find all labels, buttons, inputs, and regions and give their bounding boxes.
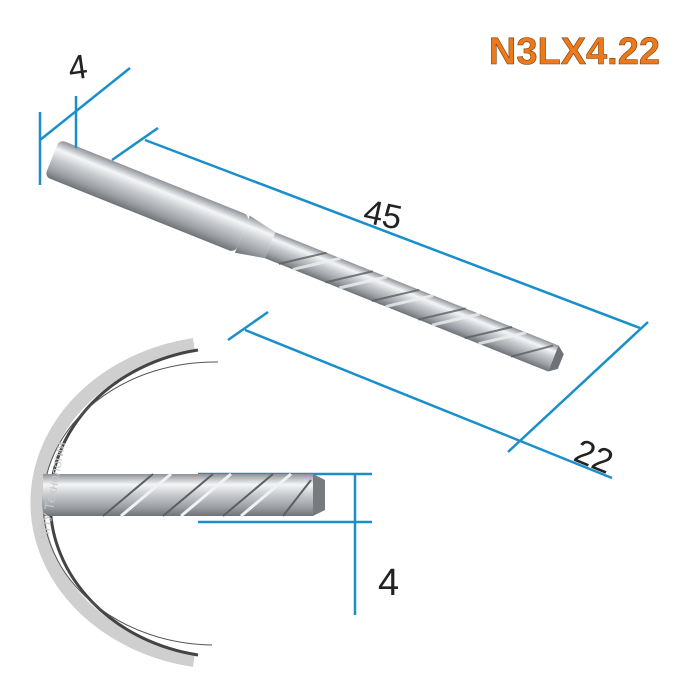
cutting-length-label: 22 [569, 432, 618, 481]
overall-length-label: 45 [360, 193, 405, 238]
detail-inset: ЧПУ Технологии [30, 338, 325, 667]
end-mill-image [46, 141, 564, 372]
shank-diameter-label: 4 [66, 48, 90, 88]
cutting-diameter-label: 4 [378, 562, 399, 604]
product-code: N3LX4.22 [489, 31, 660, 73]
dimension-lines [38, 67, 649, 615]
